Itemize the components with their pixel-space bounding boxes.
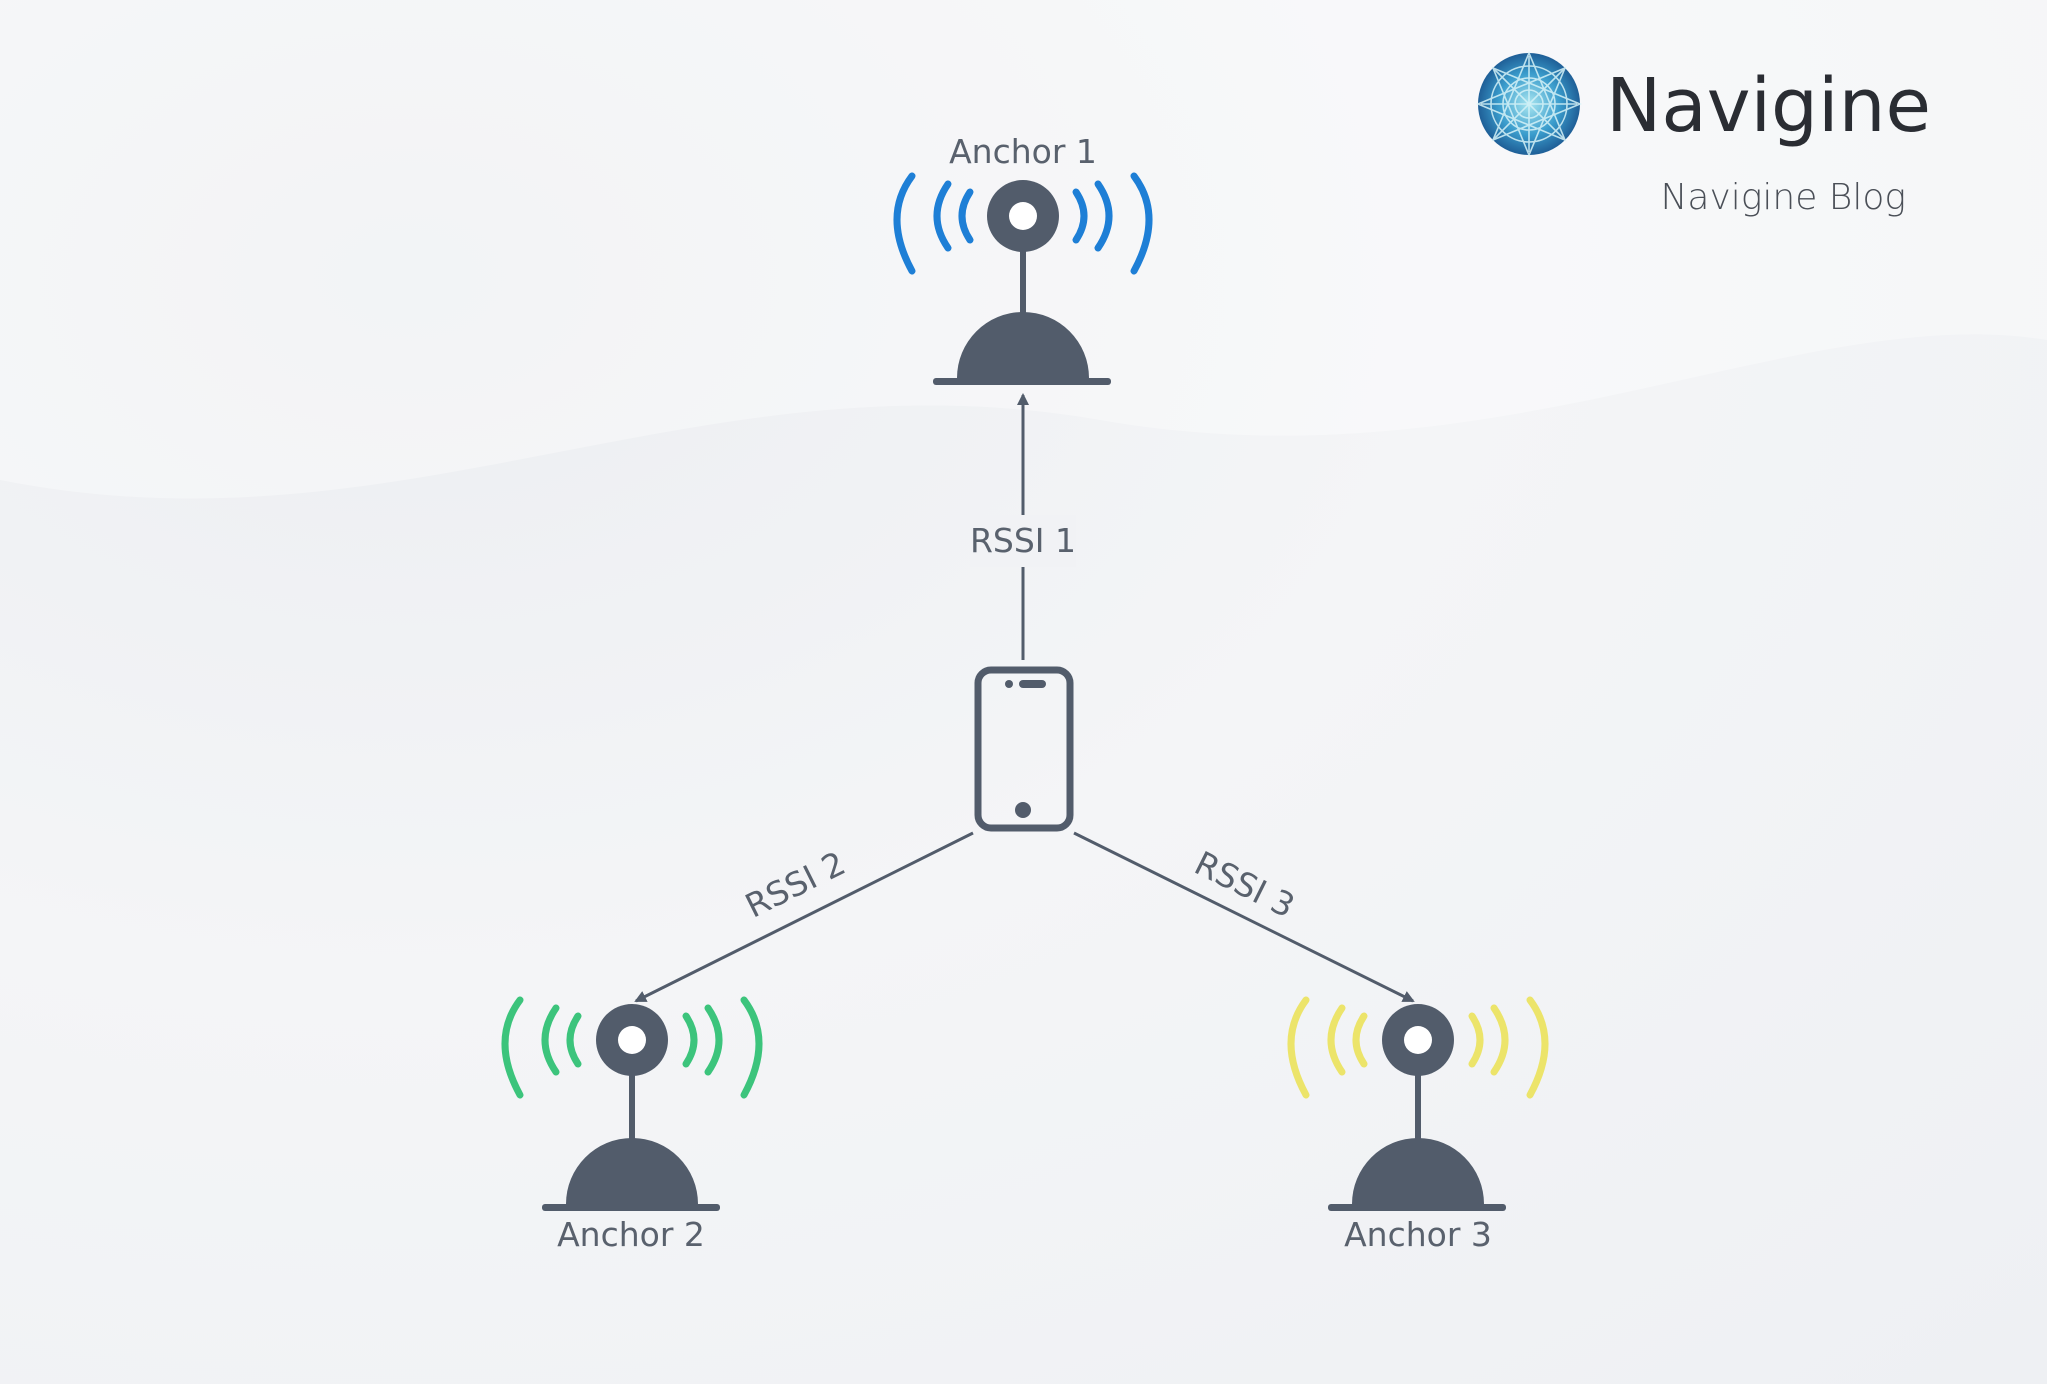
anchor-1: Anchor 1 <box>893 132 1153 385</box>
anchor-1-label: Anchor 1 <box>949 132 1097 171</box>
brand-name: Navigine <box>1606 63 1931 149</box>
rssi-1-label-bg <box>970 515 1076 567</box>
anchor-3-beacon-icon <box>1328 1004 1506 1211</box>
anchor-3-label: Anchor 3 <box>1344 1215 1492 1254</box>
rssi-2-link <box>634 831 974 1003</box>
anchor-1-beacon-icon <box>933 180 1111 385</box>
rssi-3-link <box>1073 831 1415 1003</box>
anchor-2-signal-waves <box>501 996 763 1099</box>
navigine-logo: Navigine <box>1475 50 1931 158</box>
anchor-2: Anchor 2 <box>501 996 763 1254</box>
anchor-2-beacon-icon <box>542 1004 720 1211</box>
rssi-3-label: RSSI 3 <box>1189 843 1301 925</box>
brand-tagline: Navigine Blog <box>1660 177 1906 218</box>
smartphone-icon <box>974 666 1074 832</box>
anchor-1-signal-waves <box>893 172 1153 275</box>
anchor-3: Anchor 3 <box>1287 996 1549 1254</box>
rssi-1-label: RSSI 1 <box>970 521 1076 560</box>
anchor-2-label: Anchor 2 <box>557 1215 705 1254</box>
rssi-2-label: RSSI 2 <box>739 843 851 925</box>
anchor-3-signal-waves <box>1287 996 1549 1099</box>
